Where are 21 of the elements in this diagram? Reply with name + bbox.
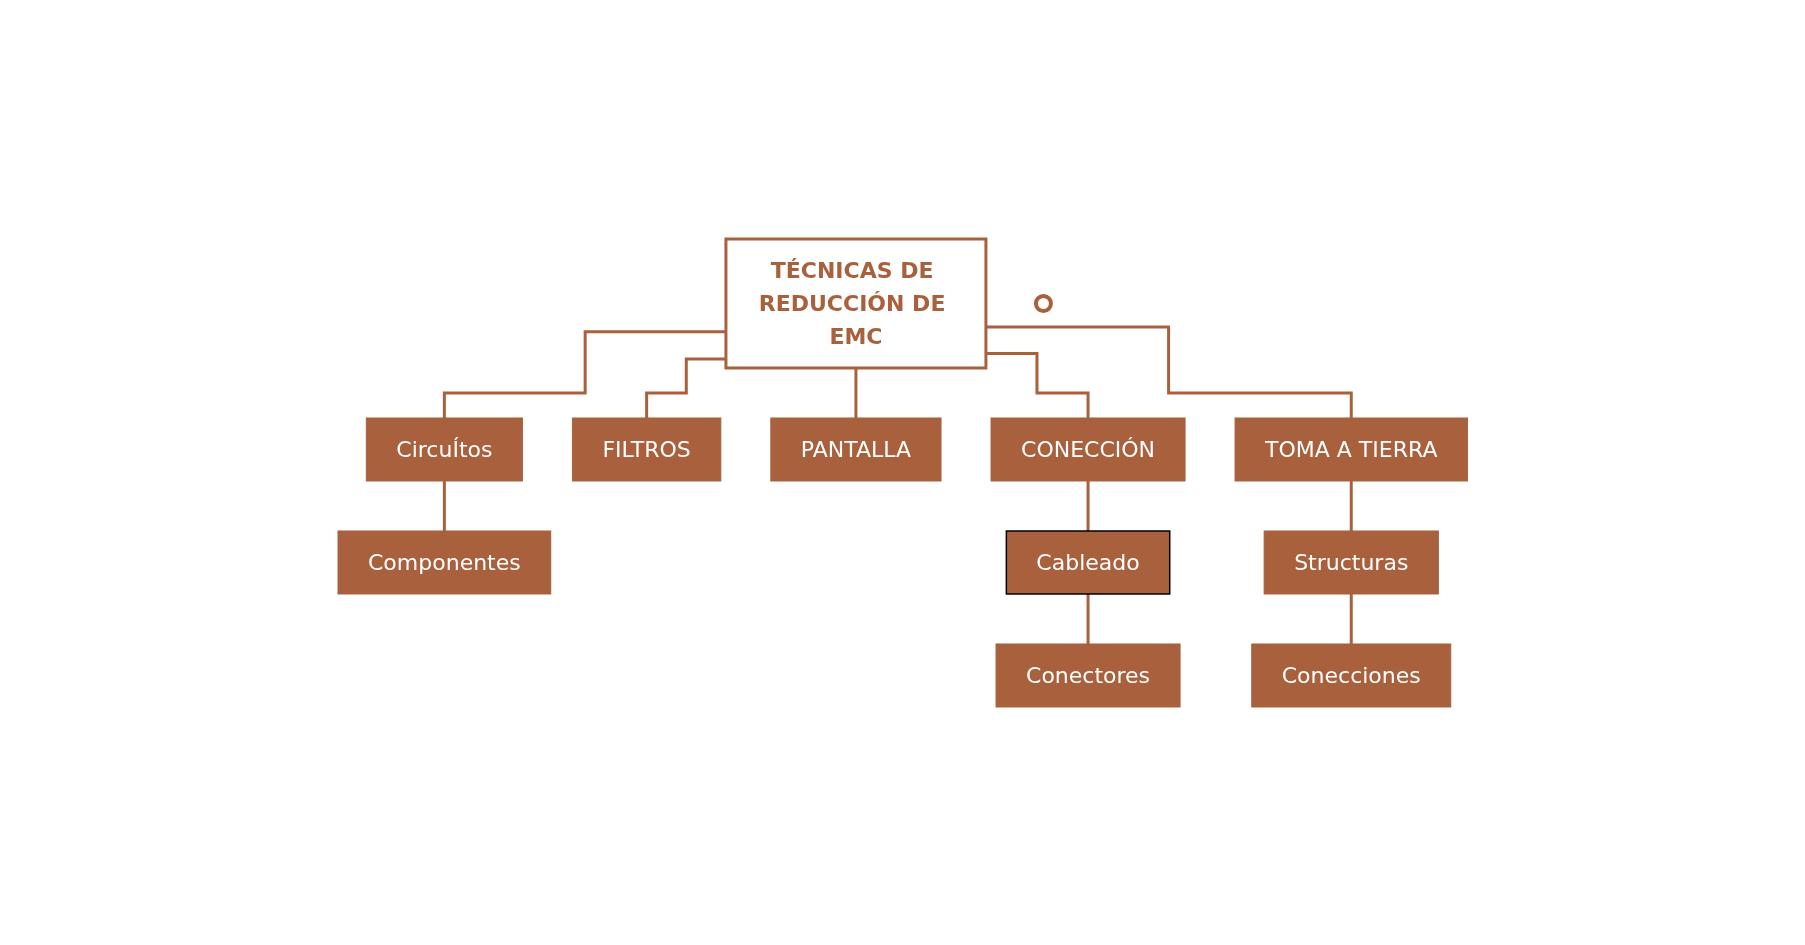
connector — [985, 351, 1090, 419]
node-box: PANTALLA — [770, 417, 942, 481]
node-box: Conectores — [995, 643, 1181, 707]
node-box: Structuras — [1263, 530, 1439, 594]
connector — [1349, 592, 1353, 645]
connector — [1349, 479, 1353, 532]
connector — [985, 325, 1353, 419]
node-box: TOMA A TIERRA — [1234, 417, 1468, 481]
connector — [644, 357, 726, 419]
node-box: Componentes — [337, 530, 551, 594]
node-box: Cableado — [1005, 529, 1171, 595]
node-circle — [1033, 293, 1053, 313]
connector — [1086, 479, 1090, 532]
node-box: FILTROS — [571, 417, 722, 481]
node-box: CONECCIÓN — [990, 417, 1186, 481]
node-box: CircuÍtos — [365, 417, 523, 481]
connector — [442, 329, 726, 419]
connector — [442, 479, 446, 532]
node-box: TÉCNICAS DE REDUCCIÓN DE EMC — [724, 237, 988, 369]
node-box: Conecciones — [1251, 643, 1451, 707]
connector — [1086, 592, 1090, 645]
